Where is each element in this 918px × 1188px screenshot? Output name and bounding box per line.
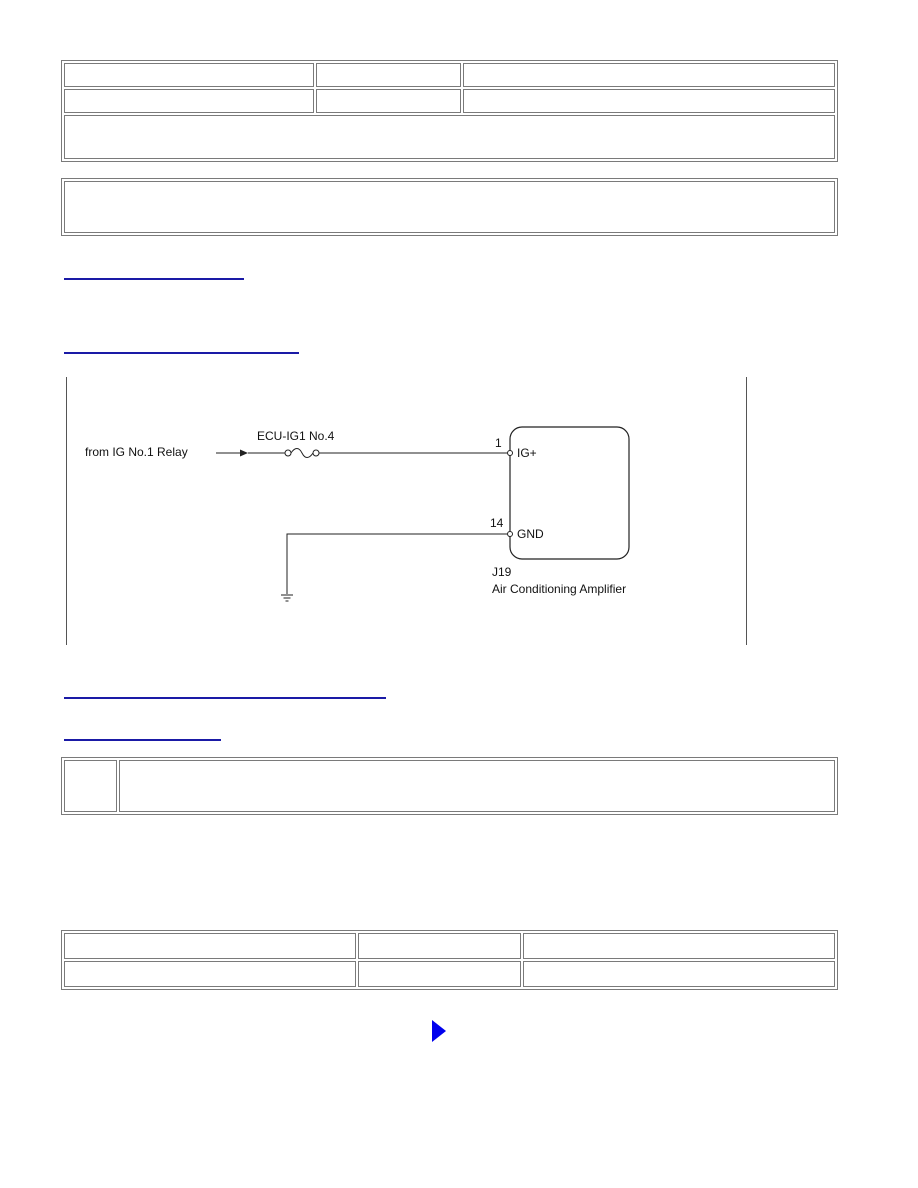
- pin14-terminal: [507, 531, 513, 537]
- table-cell: [358, 933, 521, 959]
- diagram-left-rule: [66, 377, 67, 645]
- table-cell: [523, 933, 835, 959]
- table-cell: [463, 89, 835, 113]
- table-row: [64, 760, 835, 812]
- fuse-icon: [290, 448, 314, 458]
- component-name: Air Conditioning Amplifier: [492, 582, 626, 596]
- section-link-wiring-diagram[interactable]: [64, 352, 299, 354]
- top-spec-table: [61, 60, 838, 162]
- table-row: [64, 933, 835, 959]
- step-title-cell: [119, 760, 835, 812]
- step-table: [61, 757, 838, 815]
- table-row: [64, 115, 835, 159]
- table-cell: [64, 63, 314, 87]
- table-cell: [316, 89, 461, 113]
- fuse-label: ECU-IG1 No.4: [257, 429, 335, 443]
- ground-wire: [286, 533, 507, 594]
- pin14-name: GND: [517, 527, 544, 541]
- amplifier-box: [509, 426, 630, 560]
- table-cell: [64, 89, 314, 113]
- table-cell: [316, 63, 461, 87]
- section-link-description[interactable]: [64, 278, 244, 280]
- table-cell: [463, 63, 835, 87]
- wiring-diagram: from IG No.1 Relay ECU-IG1 No.4 1 IG+ 14…: [85, 426, 630, 602]
- pin1-terminal: [507, 450, 513, 456]
- source-arrow-head: [240, 449, 248, 457]
- source-label: from IG No.1 Relay: [85, 445, 188, 459]
- note-box: [61, 178, 838, 236]
- table-cell: [523, 961, 835, 987]
- table-cell: [64, 933, 356, 959]
- result-table: [61, 930, 838, 990]
- fuse-terminal-right: [312, 449, 320, 457]
- table-cell: [64, 961, 356, 987]
- table-row: [64, 63, 835, 87]
- table-row: [64, 89, 835, 113]
- ground-icon: [281, 594, 293, 602]
- table-cell: [358, 961, 521, 987]
- diagram-right-rule: [746, 377, 747, 645]
- pin14-number: 14: [490, 516, 504, 530]
- table-cell: [64, 115, 835, 159]
- pin1-name: IG+: [517, 446, 537, 460]
- table-cell: [64, 181, 835, 233]
- table-row: [64, 181, 835, 233]
- step-number-cell: [64, 760, 117, 812]
- fuse-terminal-left: [284, 449, 292, 457]
- pin1-number: 1: [495, 436, 502, 450]
- connector-code: J19: [492, 565, 512, 579]
- section-link-step[interactable]: [64, 739, 221, 741]
- section-link-inspection-procedure[interactable]: [64, 697, 386, 699]
- table-row: [64, 961, 835, 987]
- next-step-arrow-icon[interactable]: [432, 1020, 446, 1042]
